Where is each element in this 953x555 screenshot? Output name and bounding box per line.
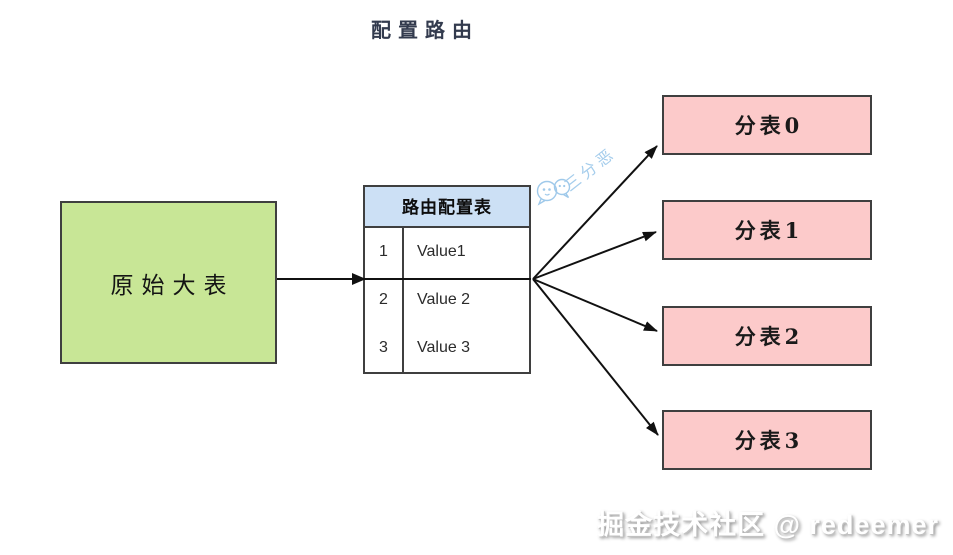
shard-box-3: 分表3 [662,410,872,470]
shard-box-0: 分表0 [662,95,872,155]
watermark-text: 三分恶 [560,143,620,196]
row-value: Value 3 [417,339,471,356]
row-key: 2 [379,291,388,308]
arrow-to-shard-0 [532,145,658,280]
route-config-table: 路由配置表 1 Value1 2 Value 2 3 Value 3 [363,185,531,374]
table-row: 1 Value1 [365,228,529,276]
footer-credit: 掘金技术社区 @ redeemer [597,510,939,540]
route-table-body: 1 Value1 2 Value 2 3 Value 3 [365,228,529,372]
shard-label-0: 分表0 [734,113,804,138]
wechat-chat-bubbles-icon [536,178,571,206]
arrow-to-shard-3 [532,278,659,436]
shard-box-1: 分表1 [662,200,872,260]
shard-label-3: 分表3 [734,428,804,453]
shard-label-2: 分表2 [734,324,804,349]
table-row: 2 Value 2 [365,276,529,324]
table-row: 3 Value 3 [365,324,529,372]
source-table-label: 原始大表 [110,272,235,299]
route-table-header: 路由配置表 [365,187,529,228]
shard-label-1: 分表1 [734,218,804,243]
column-divider [402,228,404,372]
arrow-to-shard-2 [532,278,658,332]
row-key: 1 [379,243,388,260]
row-value: Value 2 [417,291,471,308]
source-table-box: 原始大表 [60,201,277,364]
row-value: Value1 [417,243,466,260]
watermark: 三分恶 [533,143,643,216]
row-key: 3 [379,339,388,356]
diagram-title: 配置路由 [371,18,479,42]
shard-box-2: 分表2 [662,306,872,366]
arrow-to-shard-1 [532,231,657,280]
